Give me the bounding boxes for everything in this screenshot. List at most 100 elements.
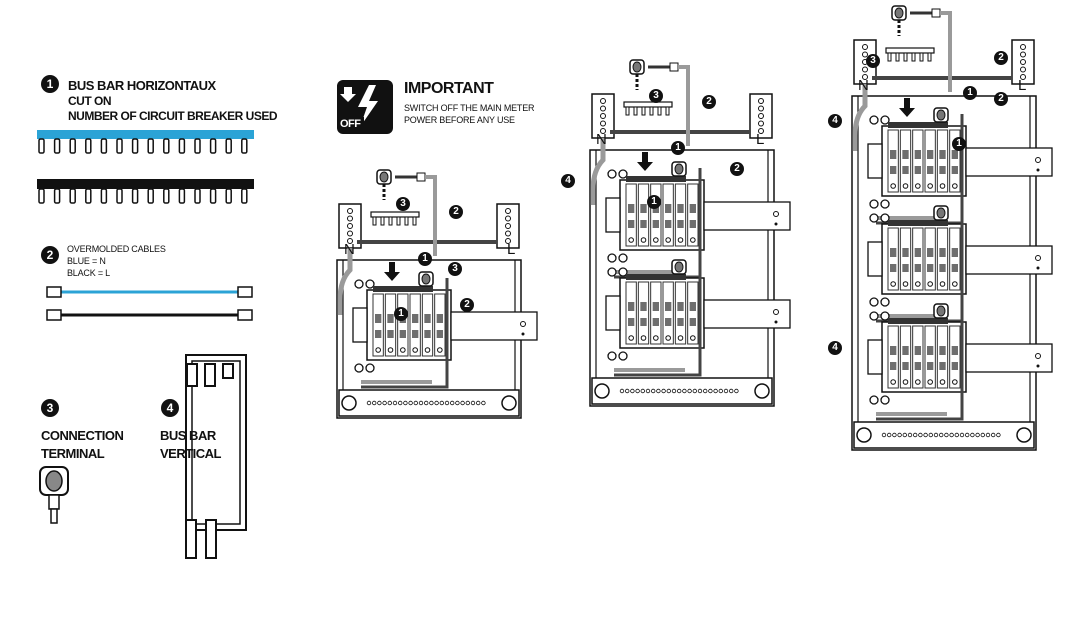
breaker-toggle [628, 204, 635, 213]
earth-hole [959, 432, 965, 438]
earth-hole [424, 400, 429, 406]
earth-hole [366, 400, 372, 406]
breaker-screw [952, 281, 958, 287]
breaker-label [914, 166, 921, 174]
terminal-hole [862, 74, 868, 80]
breaker-label [628, 220, 635, 228]
bus-bar-tooth [163, 188, 170, 204]
neutral-block [867, 143, 883, 179]
breaker-label [677, 318, 684, 326]
breaker-screw [640, 335, 647, 341]
earth-hole [887, 432, 892, 438]
neutral-terminal [869, 115, 879, 125]
neutral-terminal [607, 351, 617, 361]
legend-1-line3: NUMBER OF CIRCUIT BREAKER USED [68, 109, 278, 123]
terminal-hole [505, 238, 511, 244]
breaker-label [902, 362, 909, 370]
earth-hole [944, 432, 949, 438]
breaker-screw [902, 281, 909, 287]
earth-hole [897, 432, 902, 438]
breaker-label [677, 220, 684, 228]
neutral-terminal [354, 363, 364, 373]
bus-bar-tooth [163, 138, 170, 154]
breaker-screw [939, 183, 946, 189]
earth-hole [902, 432, 907, 438]
bus-bar-tooth [412, 216, 417, 226]
neutral-block [352, 307, 368, 343]
bus-bar-tooth [903, 52, 908, 62]
breaker-screw [400, 347, 406, 353]
neutral-terminal [607, 267, 617, 277]
comb-bus [888, 318, 948, 324]
breaker [924, 325, 936, 389]
neutral-terminal [880, 297, 890, 307]
breaker [924, 129, 936, 193]
panel-one-row [336, 169, 538, 419]
breaker-screw [628, 237, 634, 243]
breaker-toggle [902, 248, 909, 257]
breaker-screw [915, 281, 921, 287]
earth-hole [713, 388, 718, 394]
important-line2: POWER BEFORE ANY USE [404, 115, 515, 125]
breaker [384, 293, 397, 357]
fixing-screw [501, 395, 517, 411]
breaker-screw [902, 379, 909, 385]
earth-hole [975, 432, 980, 438]
connection-terminal-icon [39, 466, 69, 524]
neutral-cable [337, 248, 353, 315]
terminal-screw [421, 273, 431, 285]
comb-bus [888, 122, 948, 128]
terminal-hole [862, 66, 868, 73]
earth-hole [729, 388, 734, 394]
rail-screw [1035, 255, 1041, 261]
earth-hole [985, 432, 991, 438]
earth-hole [450, 400, 455, 406]
bus-bar-tooth [396, 216, 401, 226]
bus-bar-tooth [887, 52, 892, 62]
important-title: IMPORTANT [404, 80, 494, 97]
breaker-screw [412, 347, 418, 353]
breaker-toggle [902, 150, 909, 159]
breaker-screw [915, 183, 921, 189]
earth-hole [692, 388, 697, 394]
breaker-label [914, 264, 921, 272]
legend-1-line2: CUT ON [68, 94, 112, 108]
blue-bus-bar [37, 130, 254, 139]
panel3-callout-3: 3 [866, 54, 880, 68]
earth-hole [625, 388, 630, 394]
earth-hole [640, 388, 645, 394]
terminal-hole [862, 44, 868, 50]
neutral-block [605, 295, 621, 331]
bus-bar-tooth [641, 106, 646, 116]
earth-hole [413, 400, 418, 406]
important-line1: SWITCH OFF THE MAIN METER [404, 103, 535, 113]
insert-arrow [637, 152, 653, 171]
breaker-screw [387, 347, 394, 353]
insert-arrow [899, 98, 915, 117]
breaker [936, 227, 949, 291]
comb-bus [888, 220, 948, 226]
breaker-screw [653, 237, 659, 243]
return-cable-dark [361, 278, 449, 389]
bus-bar-tooth [404, 216, 409, 226]
earth-hole [918, 432, 923, 438]
earth-hole [913, 432, 918, 438]
breaker-label [939, 362, 946, 370]
breaker-label [652, 318, 659, 326]
neutral-terminal [365, 279, 375, 289]
terminal-hole [347, 215, 353, 222]
breaker-label [689, 220, 696, 228]
breaker-label [927, 362, 934, 370]
terminal-hole [505, 223, 511, 229]
breaker [936, 129, 949, 193]
bus-bar [885, 47, 935, 54]
bus-bar-tooth [665, 106, 670, 116]
terminal-hole [1020, 59, 1026, 65]
earth-hole [418, 400, 424, 406]
bus-bar-tooth [131, 188, 139, 204]
fixing-screw [594, 383, 610, 399]
off-icon-label: OFF [340, 118, 361, 130]
earth-hole [408, 400, 413, 406]
earth-bar-frame [338, 389, 520, 417]
breaker [674, 281, 687, 345]
